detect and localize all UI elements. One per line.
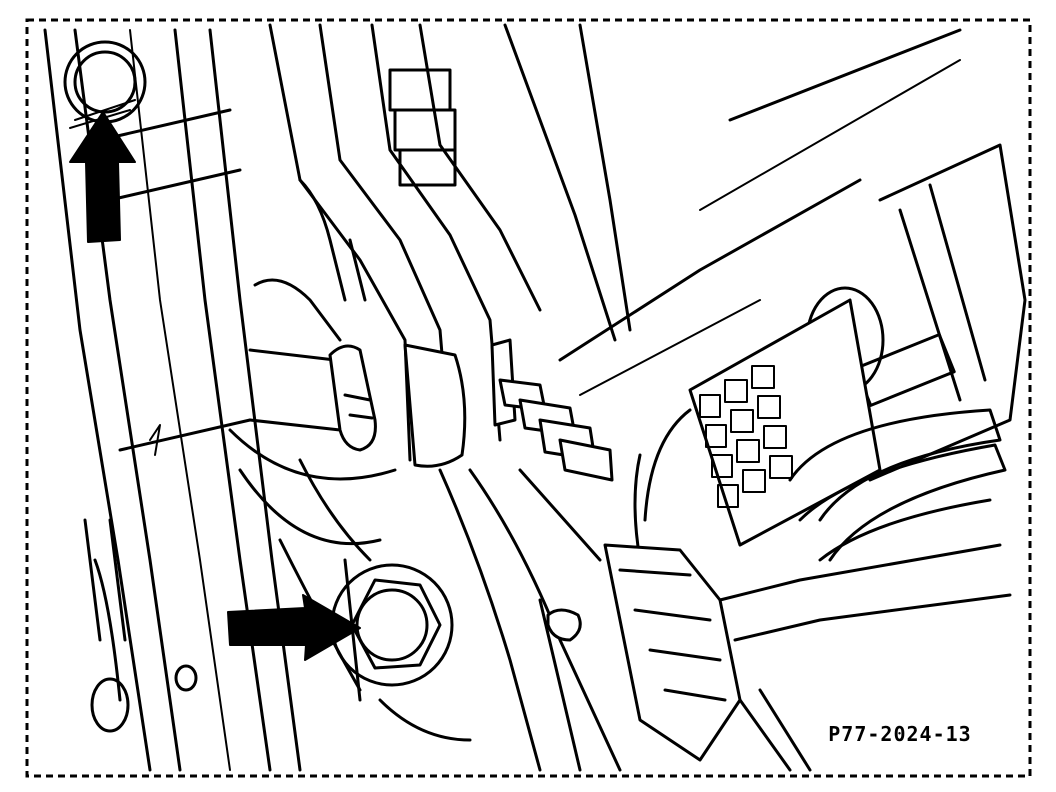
body-panel [438, 28, 962, 772]
arrow-up-icon [69, 111, 136, 243]
arrow-right-icon [227, 594, 361, 661]
figure-reference-code: P77-2024-13 [800, 722, 1000, 746]
wire-clips [490, 338, 614, 482]
connector-housing [633, 143, 1027, 562]
hinge-pin [228, 278, 467, 546]
dashed-border [25, 18, 1032, 778]
door-pillar [43, 28, 302, 772]
connector-plug [603, 543, 1012, 772]
